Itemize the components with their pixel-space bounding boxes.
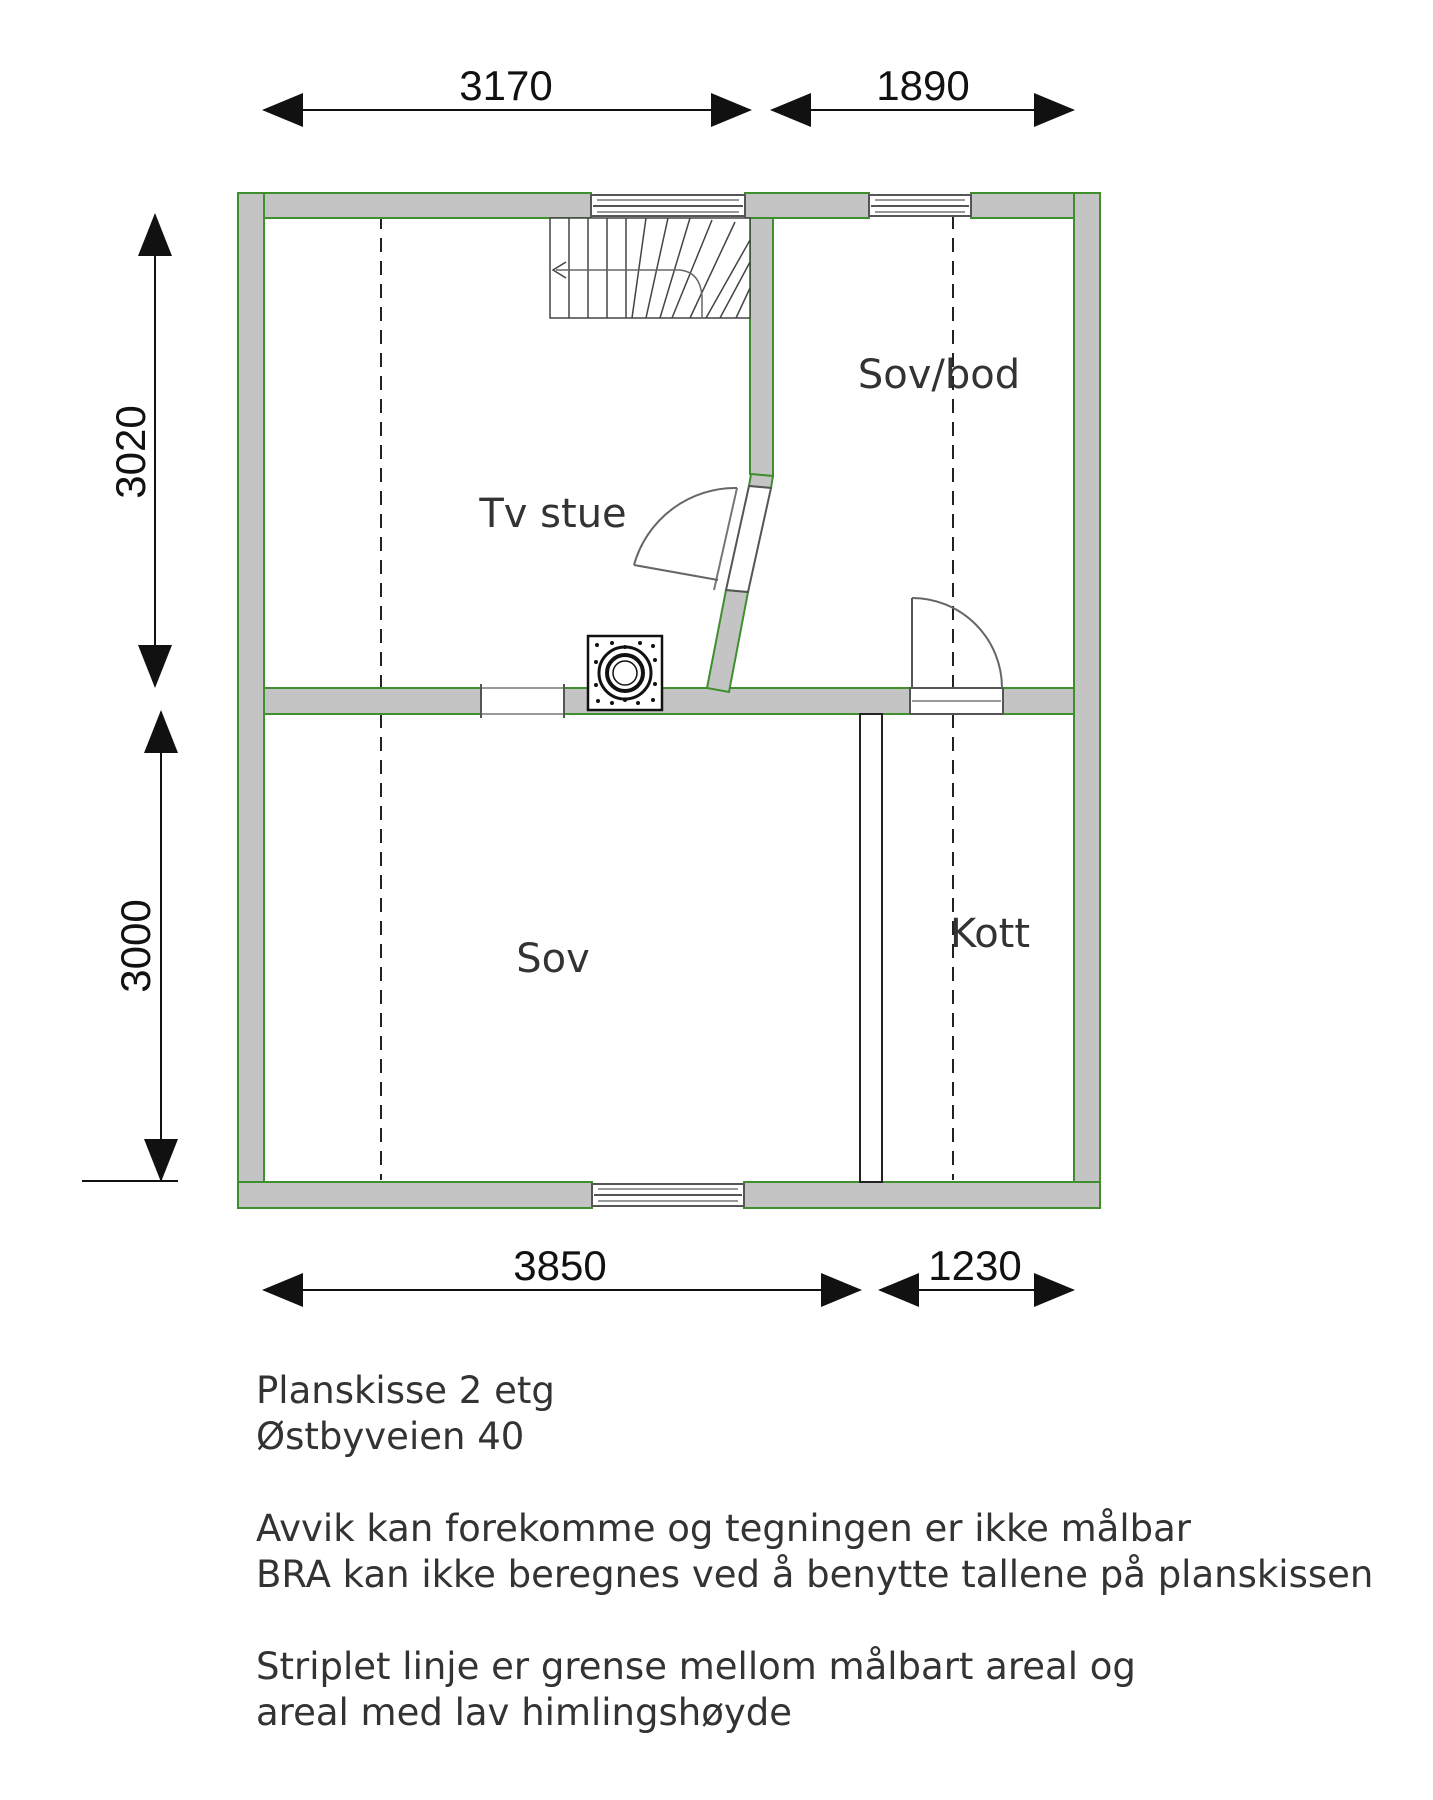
walls bbox=[237, 192, 1101, 1209]
arrow-icon bbox=[770, 93, 811, 127]
wall-mid-left bbox=[263, 687, 482, 715]
dim-label-bottom-left: 3850 bbox=[513, 1242, 606, 1289]
wall-top-left bbox=[237, 192, 592, 219]
dimension-left: 3020 3000 bbox=[82, 213, 178, 1182]
kott-partition bbox=[859, 713, 883, 1183]
arrow-icon bbox=[1034, 93, 1075, 127]
plan-notes: Planskisse 2 etg Østbyveien 40 Avvik kan… bbox=[256, 1368, 1373, 1736]
door-kott bbox=[909, 597, 1004, 715]
arrow-icon bbox=[711, 93, 752, 127]
disclaimer-line-2: BRA kan ikke beregnes ved å benytte tall… bbox=[256, 1553, 1374, 1596]
wall-partition-lower bbox=[705, 588, 750, 694]
wall-bottom-left bbox=[237, 1181, 593, 1209]
dim-label-top-left: 3170 bbox=[459, 62, 552, 109]
arrow-icon bbox=[144, 1139, 178, 1182]
wall-left bbox=[237, 192, 265, 1209]
arrow-icon bbox=[262, 1273, 303, 1307]
stair-arrow-icon bbox=[551, 261, 567, 279]
arrow-icon bbox=[878, 1273, 919, 1307]
arrow-icon bbox=[138, 213, 172, 256]
low-ceiling-boundary bbox=[380, 215, 954, 1180]
doors bbox=[480, 484, 1004, 718]
door-opening-left bbox=[480, 684, 565, 718]
disclaimer-line-1: Avvik kan forekomme og tegningen er ikke… bbox=[256, 1507, 1191, 1550]
dim-label-top-right: 1890 bbox=[876, 62, 969, 109]
legend-line-2: areal med lav himlingshøyde bbox=[256, 1691, 792, 1734]
wall-top-middle bbox=[744, 192, 870, 219]
room-label-sov: Sov bbox=[516, 936, 590, 982]
room-label-sov-bod: Sov/bod bbox=[858, 352, 1020, 398]
wall-bottom-right bbox=[743, 1181, 1101, 1209]
plan-address: Østbyveien 40 bbox=[256, 1415, 525, 1458]
dim-label-bottom-right: 1230 bbox=[928, 1242, 1021, 1289]
stair-direction-line bbox=[556, 269, 703, 318]
window-top-left bbox=[590, 194, 746, 217]
plan-title: Planskisse 2 etg bbox=[256, 1369, 555, 1412]
window-bottom bbox=[591, 1183, 745, 1207]
floor-plan: 3170 1890 3020 3000 3850 1230 bbox=[82, 62, 1101, 1307]
dim-label-left-lower: 3000 bbox=[112, 899, 159, 992]
chimney-icon bbox=[586, 634, 664, 712]
arrow-icon bbox=[1034, 1273, 1075, 1307]
arrow-icon bbox=[262, 93, 303, 127]
door-sov-bod bbox=[633, 484, 773, 594]
legend-line-1: Striplet linje er grense mellom målbart … bbox=[256, 1645, 1136, 1688]
room-label-kott: Kott bbox=[950, 911, 1030, 957]
dimension-bottom: 3850 1230 bbox=[262, 1242, 1075, 1307]
window-top-right bbox=[868, 194, 972, 217]
dimension-top: 3170 1890 bbox=[262, 62, 1075, 127]
wall-partition-upper bbox=[749, 217, 774, 478]
wall-mid-right bbox=[1002, 687, 1075, 715]
dim-label-left-upper: 3020 bbox=[107, 405, 154, 498]
arrow-icon bbox=[138, 645, 172, 688]
room-label-tv-stue: Tv stue bbox=[478, 491, 626, 537]
stair bbox=[549, 217, 751, 319]
wall-right bbox=[1073, 192, 1101, 1209]
arrow-icon bbox=[144, 710, 178, 753]
wall-kott bbox=[859, 713, 883, 1183]
windows bbox=[590, 194, 972, 1207]
arrow-icon bbox=[821, 1273, 862, 1307]
